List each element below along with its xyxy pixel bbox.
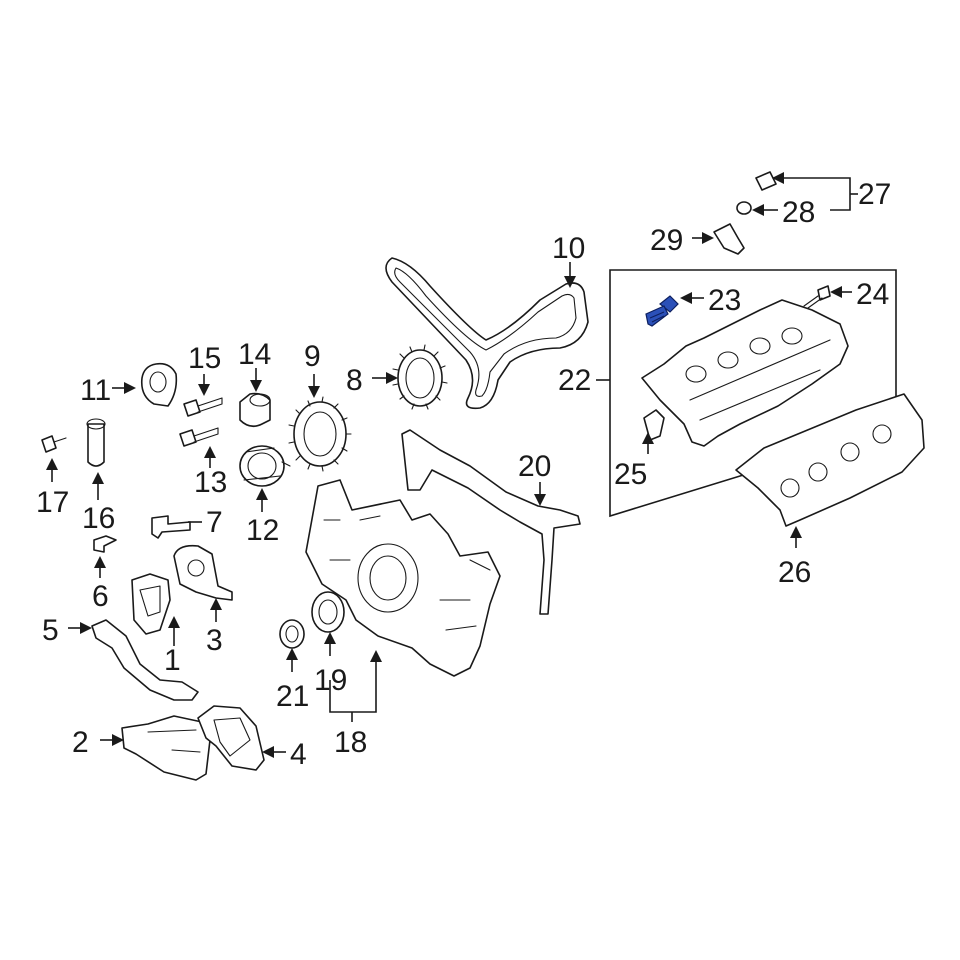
callout-24: 24 [856, 278, 889, 311]
cover-part-2 [121, 715, 211, 781]
callout-23: 23 [708, 284, 741, 317]
sprocket-part-9 [288, 396, 352, 472]
timing-belt-part-10 [385, 257, 589, 410]
cap-part-27 [755, 171, 777, 191]
bolt-part-24 [803, 285, 831, 309]
bolt-part-17 [41, 435, 67, 453]
valve-cover-part-22 [641, 299, 849, 447]
callout-26: 26 [778, 556, 811, 589]
callout-11: 11 [80, 374, 111, 407]
cover-part-3 [173, 544, 233, 601]
callout-14: 14 [238, 338, 271, 371]
tensioner-part-11 [140, 362, 178, 407]
cover-part-1 [131, 573, 171, 635]
callout-3: 3 [206, 624, 223, 657]
callout-15: 15 [188, 342, 221, 375]
sensor-part-29 [713, 223, 745, 255]
callout-28: 28 [782, 196, 815, 229]
callout-9: 9 [304, 340, 321, 373]
callout-7: 7 [206, 506, 223, 539]
callout-4: 4 [290, 738, 307, 771]
callout-2: 2 [72, 726, 89, 759]
gasket-part-26 [735, 393, 925, 527]
callout-21: 21 [276, 680, 309, 713]
sensor-part-7 [151, 515, 191, 539]
callout-8: 8 [346, 364, 363, 397]
gasket-part-5 [91, 619, 199, 701]
leader-lines [46, 172, 858, 758]
pulley-part-12 [239, 445, 291, 487]
bolt-part-15 [183, 397, 223, 417]
callout-13: 13 [194, 466, 227, 499]
callout-16: 16 [82, 502, 115, 535]
seal-part-19 [311, 591, 345, 633]
callout-10: 10 [552, 232, 585, 265]
callout-5: 5 [42, 614, 59, 647]
sprocket-part-8 [392, 344, 448, 410]
callout-22: 22 [558, 364, 591, 397]
callout-1: 1 [164, 644, 181, 677]
callout-29: 29 [650, 224, 683, 257]
callout-numbers: 1 2 3 4 5 6 7 8 9 10 11 12 13 14 15 16 1… [36, 178, 891, 771]
callout-19: 19 [314, 664, 347, 697]
callout-18: 18 [334, 726, 367, 759]
callout-12: 12 [246, 514, 279, 547]
sleeve-part-16 [86, 418, 106, 467]
seal-part-21 [279, 619, 305, 649]
callout-25: 25 [614, 458, 647, 491]
callout-20: 20 [518, 450, 551, 483]
timing-cover-part-18 [305, 479, 501, 677]
callout-17: 17 [36, 486, 69, 519]
bolt-part-23-highlighted[interactable] [645, 295, 679, 327]
callout-27: 27 [858, 178, 891, 211]
bushing-part-14 [239, 392, 271, 428]
gasket-part-20 [401, 429, 581, 615]
seal-ring-part-28 [736, 201, 752, 215]
callout-6: 6 [92, 580, 109, 613]
cover-part-4 [197, 705, 265, 771]
clip-part-6 [93, 535, 117, 553]
bolt-part-13 [179, 427, 219, 447]
